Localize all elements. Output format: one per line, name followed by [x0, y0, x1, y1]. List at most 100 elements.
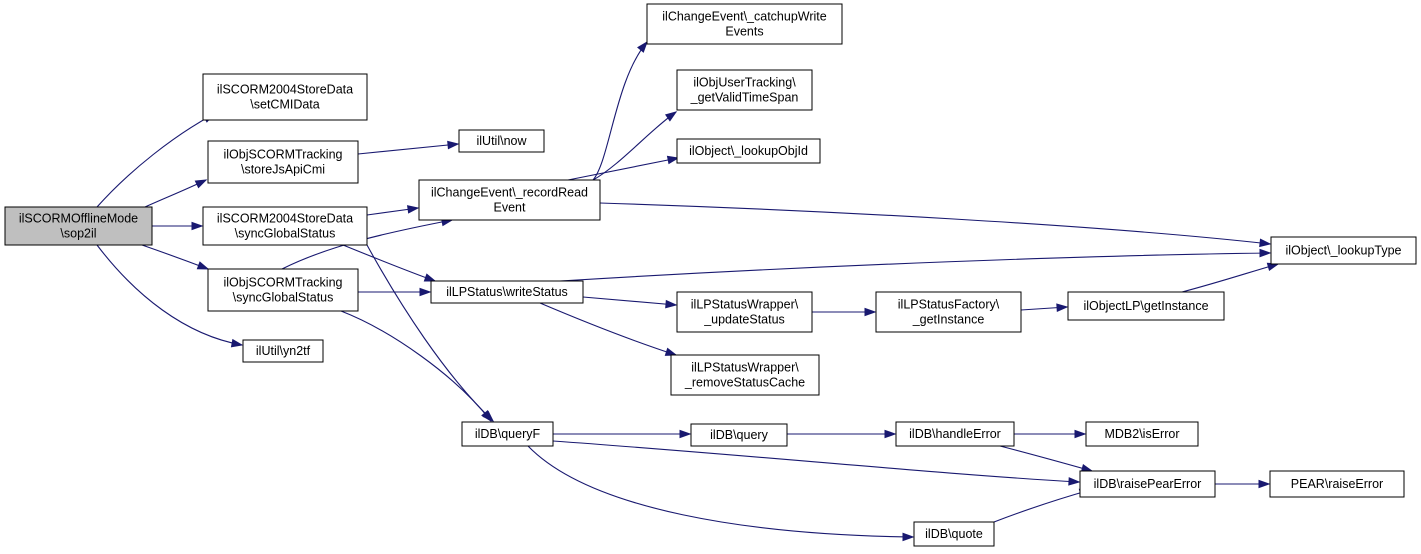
edge-writeStatus-to-updateStatus — [582, 296, 678, 309]
node-box — [1079, 470, 1216, 498]
edge-line — [96, 244, 243, 346]
node-box — [4, 206, 153, 246]
node-label: \storeJsApiCmi — [241, 163, 325, 177]
node-label: PEAR\raiseError — [1291, 477, 1383, 491]
edge-recordRead-to-validTime — [592, 111, 678, 181]
node-removeCache[interactable]: ilLPStatusWrapper\_removeStatusCache — [670, 354, 820, 396]
arrowhead-icon — [1258, 479, 1271, 489]
arrowhead-icon — [191, 221, 204, 231]
node-label: ilSCORM2004StoreData — [217, 83, 353, 97]
node-label: ilDB\queryF — [475, 427, 541, 441]
node-lookupType[interactable]: ilObject\_lookupType — [1270, 236, 1417, 265]
edge-recordRead-to-lookupObjId — [567, 155, 680, 181]
node-label: ilLPStatusWrapper\ — [691, 361, 799, 375]
arrowhead-icon — [423, 273, 437, 282]
node-box — [458, 129, 545, 153]
edge-updateStatus-to-factory — [812, 307, 877, 317]
nodes-layer: ilSCORMOfflineMode\sop2il ilSCORM2004Stor… — [4, 3, 1417, 547]
edge-line — [592, 41, 648, 181]
node-raisePear[interactable]: ilDB\raisePearError — [1079, 470, 1216, 498]
node-label: \syncGlobalStatus — [233, 291, 334, 305]
node-lookupObjId[interactable]: ilObject\_lookupObjId — [676, 138, 821, 164]
arrowhead-icon — [407, 205, 420, 214]
node-factory[interactable]: ilLPStatusFactory\_getInstance — [875, 291, 1022, 333]
node-label: _getInstance — [912, 313, 985, 327]
edge-line — [357, 143, 459, 155]
node-box — [242, 339, 324, 363]
node-label: ilSCORMOfflineMode — [19, 212, 138, 226]
node-label: ilLPStatus\writeStatus — [446, 285, 568, 299]
node-label: Events — [725, 25, 763, 39]
edge-line — [539, 302, 677, 356]
node-label: _removeStatusCache — [684, 376, 805, 390]
arrowhead-icon — [637, 40, 648, 53]
edge-line — [527, 445, 914, 538]
edge-factory-to-objectLP — [1020, 303, 1069, 312]
node-queryF[interactable]: ilDB\queryF — [461, 421, 554, 447]
node-yn2tf[interactable]: ilUtil\yn2tf — [242, 339, 324, 363]
node-box — [670, 354, 820, 396]
node-label: ilDB\query — [710, 428, 768, 442]
node-box — [1085, 421, 1199, 447]
node-label: ilChangeEvent\_catchupWrite — [662, 10, 826, 24]
node-writeStatus[interactable]: ilLPStatus\writeStatus — [430, 280, 584, 304]
node-validTime[interactable]: ilObjUserTracking\_getValidTimeSpan — [676, 69, 813, 111]
arrowhead-icon — [1259, 248, 1272, 258]
node-query[interactable]: ilDB\query — [690, 423, 788, 447]
edge-recordRead-to-catchup — [592, 40, 648, 181]
node-sync2004[interactable]: ilSCORM2004StoreData\syncGlobalStatus — [202, 206, 368, 246]
edge-sop2il-to-yn2tf — [96, 244, 244, 348]
arrowhead-icon — [1074, 429, 1087, 439]
edge-line — [999, 445, 1093, 472]
node-storeJsApiCmi[interactable]: ilObjSCORMTracking\storeJsApiCmi — [207, 140, 359, 184]
edge-sop2il-to-syncTracking — [141, 244, 210, 270]
node-now[interactable]: ilUtil\now — [458, 129, 545, 153]
node-label: ilObjSCORMTracking — [223, 276, 342, 290]
node-label: ilDB\quote — [925, 527, 983, 541]
node-label: ilObject\_lookupObjId — [689, 144, 808, 158]
arrowhead-icon — [665, 299, 678, 309]
node-handleError[interactable]: ilDB\handleError — [895, 421, 1015, 447]
node-label: \sop2il — [60, 227, 96, 241]
edge-syncTracking-to-queryF — [340, 310, 492, 423]
node-setCMIData[interactable]: ilSCORM2004StoreData\setCMIData — [202, 73, 368, 121]
arrowhead-icon — [1068, 477, 1081, 486]
arrowhead-icon — [664, 347, 678, 356]
node-quote[interactable]: ilDB\quote — [913, 521, 995, 547]
edge-sync2004-to-recordRead — [366, 205, 420, 216]
edge-queryF-to-query — [553, 429, 692, 439]
edge-line — [96, 113, 215, 208]
node-mdb2[interactable]: MDB2\isError — [1085, 421, 1199, 447]
arrowhead-icon — [447, 140, 460, 150]
node-sop2il[interactable]: ilSCORMOfflineMode\sop2il — [4, 206, 153, 246]
edge-recordRead-to-lookupType — [599, 202, 1272, 248]
edge-storeJsApiCmi-to-now — [357, 140, 460, 155]
node-box — [676, 291, 813, 333]
node-pearRaise[interactable]: PEAR\raiseError — [1269, 470, 1405, 498]
node-box — [875, 291, 1022, 333]
edge-line — [567, 157, 679, 181]
edges-layer — [96, 40, 1280, 542]
node-label: ilLPStatusFactory\ — [898, 298, 1000, 312]
node-objectLP[interactable]: ilObjectLP\getInstance — [1067, 291, 1225, 321]
node-box — [202, 73, 368, 121]
node-label: ilLPStatusWrapper\ — [691, 298, 799, 312]
node-box — [202, 206, 368, 246]
node-box — [690, 423, 788, 447]
edge-line — [552, 440, 1080, 483]
arrowhead-icon — [666, 155, 680, 165]
edge-syncTracking-to-writeStatus — [358, 287, 432, 297]
node-label: ilDB\handleError — [909, 427, 1001, 441]
edge-handleError-to-raisePear — [999, 445, 1094, 473]
node-updateStatus[interactable]: ilLPStatusWrapper\_updateStatus — [676, 291, 813, 333]
node-label: MDB2\isError — [1104, 427, 1179, 441]
edge-line — [599, 202, 1271, 245]
edge-writeStatus-to-removeCache — [539, 302, 678, 356]
node-syncTracking[interactable]: ilObjSCORMTracking\syncGlobalStatus — [207, 268, 359, 312]
node-label: _getValidTimeSpan — [690, 91, 799, 105]
node-label: Event — [494, 201, 526, 215]
node-box — [418, 179, 601, 221]
